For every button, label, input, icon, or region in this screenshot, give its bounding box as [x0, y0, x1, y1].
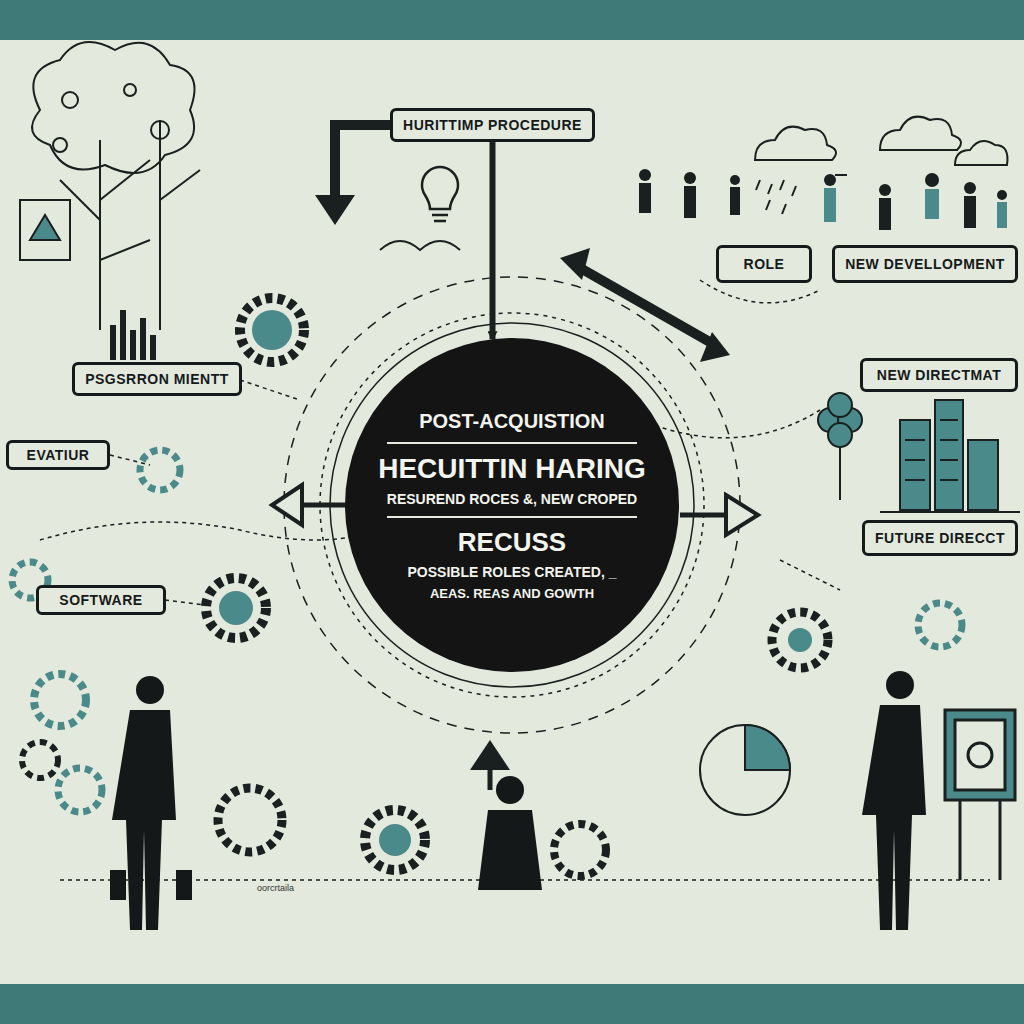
- circle-text: POST-ACQUISTION: [419, 410, 605, 433]
- label-box: SOFTWARE: [36, 585, 166, 615]
- circle-text: AEAS. REAS AND GOWTH: [430, 586, 594, 601]
- buildings: [880, 400, 1020, 512]
- box-text: PSGSRRON MIENTT: [85, 371, 229, 387]
- circle-text: RESUREND ROCES &, NEW CROPED: [387, 491, 637, 507]
- lightbulb: [422, 167, 458, 221]
- people: [639, 169, 1007, 230]
- pie-chart: [700, 725, 790, 815]
- box-text: HURITTIMP PROCEDURE: [403, 117, 582, 133]
- label-box: ROLE: [716, 245, 812, 283]
- label-box: EVATIUR: [6, 440, 110, 470]
- box-text: EVATIUR: [27, 447, 90, 463]
- rain: [756, 180, 796, 214]
- divider-line: [387, 442, 637, 444]
- flower: [818, 393, 862, 500]
- divider-line: [387, 516, 637, 518]
- circle-text: RECUSS: [458, 527, 566, 558]
- tree: [20, 42, 200, 330]
- dashed-paths: [40, 280, 990, 880]
- small-note: oorcrtaila: [255, 883, 296, 893]
- circle-text: POSSIBLE ROLES CREATED, _: [408, 564, 617, 580]
- label-box: NEW DEVELLOPMENT: [832, 245, 1018, 283]
- box-text: SOFTWARE: [59, 592, 142, 608]
- center-circle: POST-ACQUISTION HECUITTIN HARING RESUREND …: [345, 338, 679, 672]
- box-text: NEW DIRECTMAT: [877, 367, 1001, 383]
- bar-chart: [110, 310, 156, 360]
- box-text: FUTURE DIRECCT: [875, 530, 1005, 546]
- rings: [284, 277, 740, 733]
- box-text: NEW DEVELLOPMENT: [845, 256, 1005, 272]
- label-box: FUTURE DIRECCT: [862, 520, 1018, 556]
- box-text: ROLE: [744, 256, 785, 272]
- big-arrows: [315, 125, 730, 362]
- label-box: HURITTIMP PROCEDURE: [390, 108, 595, 142]
- top-band: [0, 0, 1024, 40]
- circle-text: HECUITTIN HARING: [378, 453, 646, 485]
- monitor: [945, 710, 1015, 880]
- label-box: NEW DIRECTMAT: [860, 358, 1018, 392]
- bottom-band: [0, 984, 1024, 1024]
- label-box: PSGSRRON MIENTT: [72, 362, 242, 396]
- business-figures: [110, 671, 926, 930]
- connector-arrow: [490, 142, 496, 339]
